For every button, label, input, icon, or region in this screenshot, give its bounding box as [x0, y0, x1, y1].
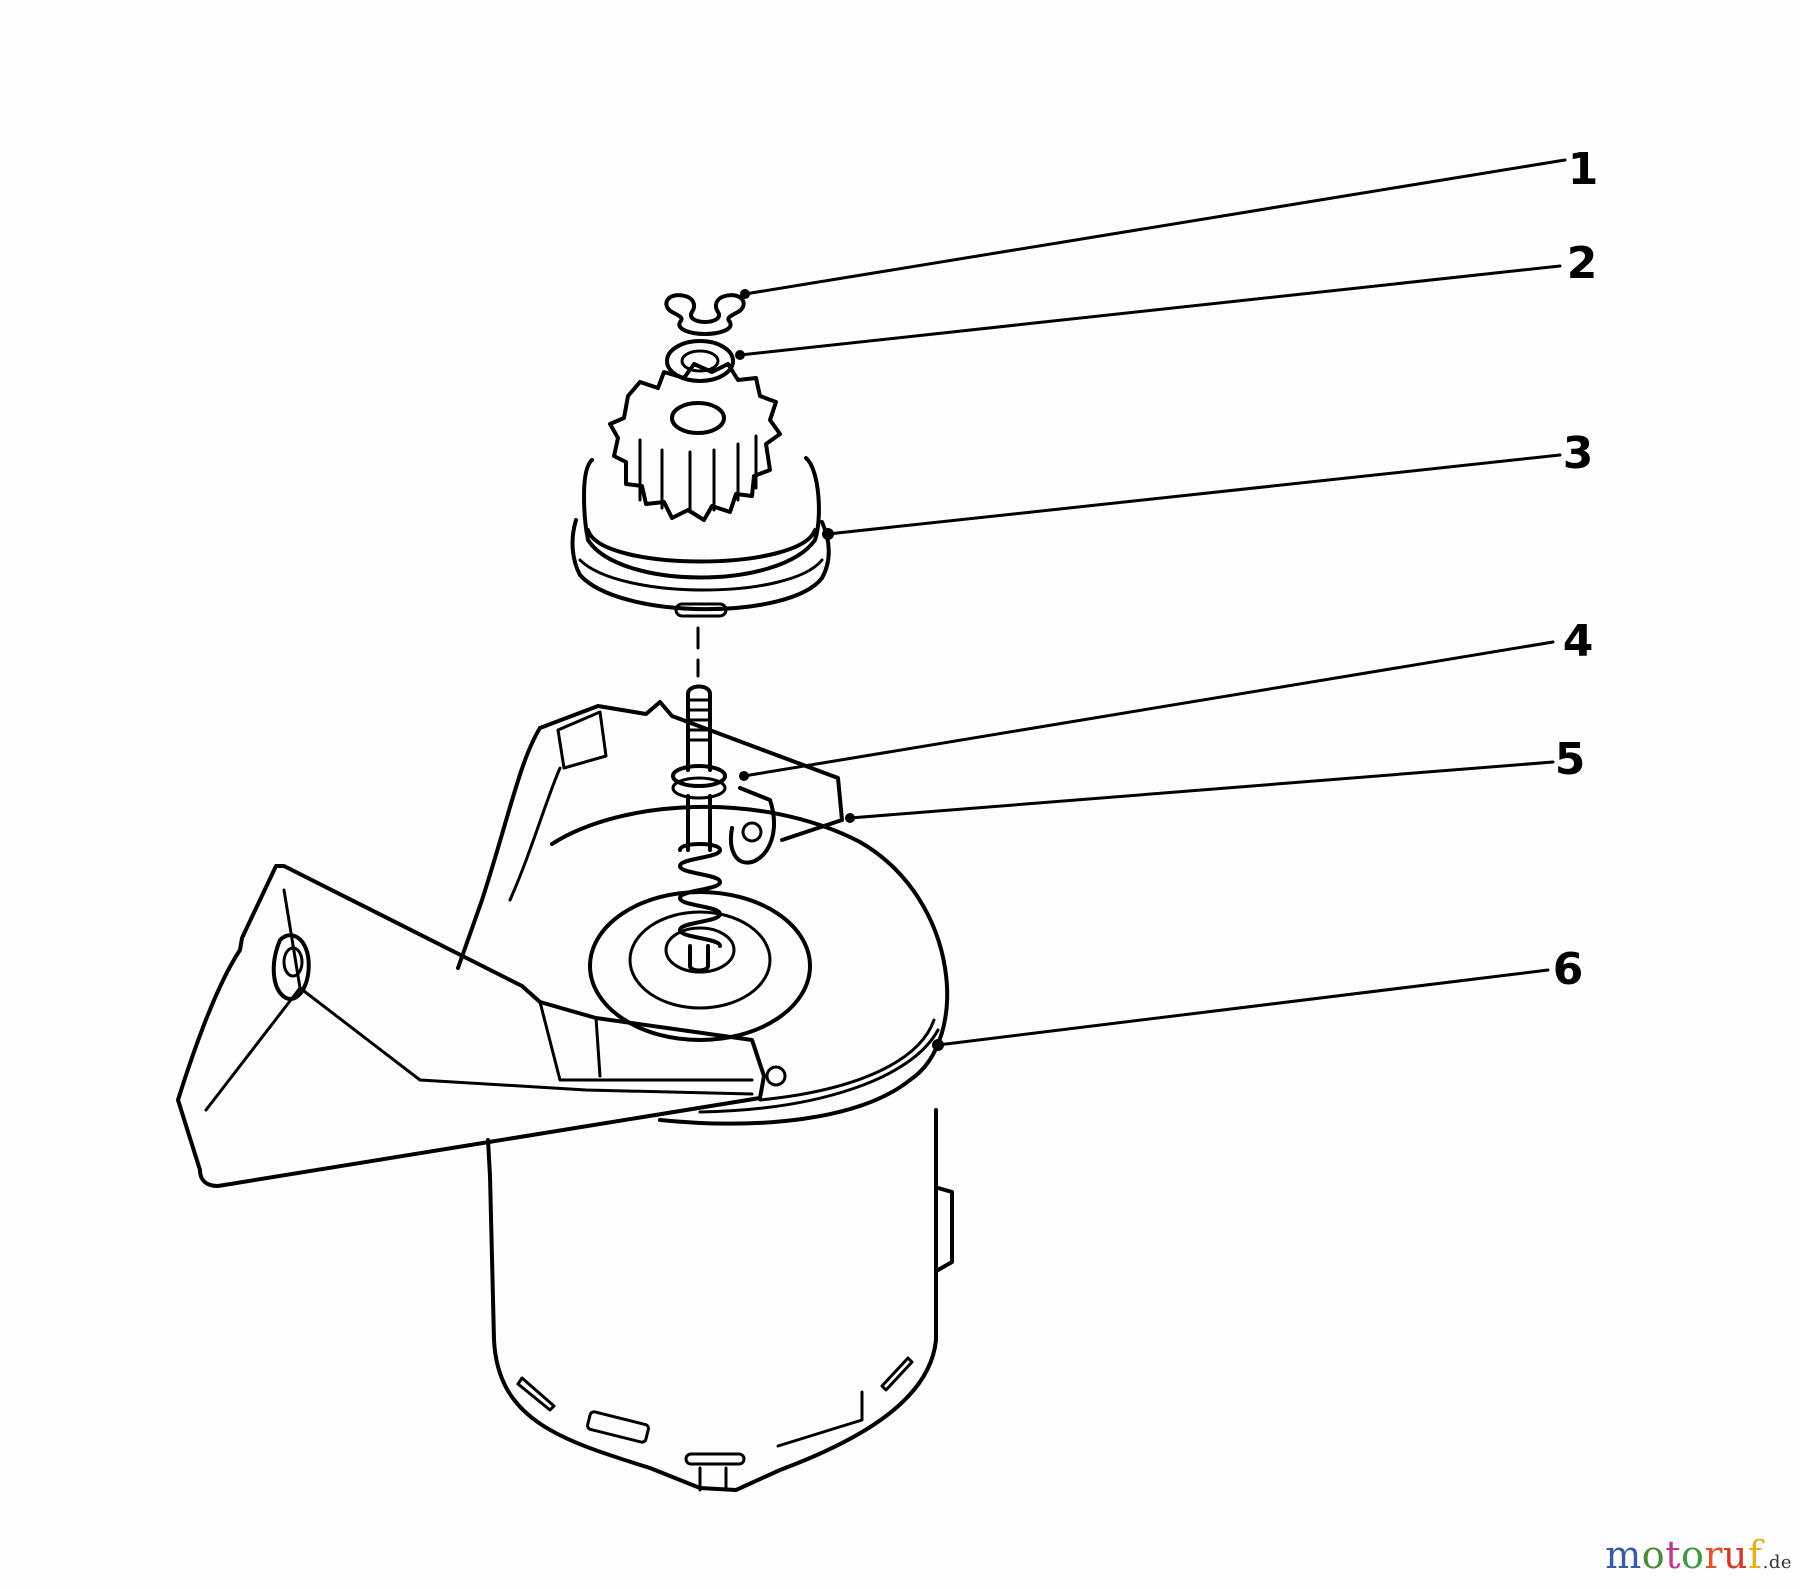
watermark-letter: o	[1641, 1533, 1666, 1577]
watermark-domain-suffix: .de	[1762, 1552, 1792, 1573]
callout-3-label: 3	[1562, 428, 1594, 479]
callout-6-label: 6	[1552, 944, 1584, 995]
watermark-letter: r	[1704, 1533, 1724, 1577]
callout-5-label: 5	[1554, 734, 1586, 785]
callout-leaders	[735, 158, 1567, 1051]
callout-4-label: 4	[1562, 616, 1594, 667]
motoruf-watermark: motoruf.de	[1605, 1533, 1792, 1577]
part-5-mounting-bracket	[176, 700, 844, 1188]
watermark-letter: m	[1605, 1533, 1642, 1577]
watermark-letter: f	[1748, 1533, 1763, 1577]
callout-2-label: 2	[1566, 238, 1598, 289]
part-2-washer	[665, 339, 735, 383]
watermark-wordmark: motoruf	[1605, 1533, 1762, 1577]
watermark-letter: t	[1665, 1533, 1681, 1577]
part-3-pinion-gear-assembly	[570, 362, 831, 618]
watermark-letter: o	[1680, 1533, 1705, 1577]
watermark-letter: u	[1723, 1533, 1749, 1577]
part-6-motor-housing	[486, 804, 954, 1492]
callout-1-label: 1	[1567, 144, 1599, 195]
part-1-retaining-clip	[664, 293, 746, 336]
